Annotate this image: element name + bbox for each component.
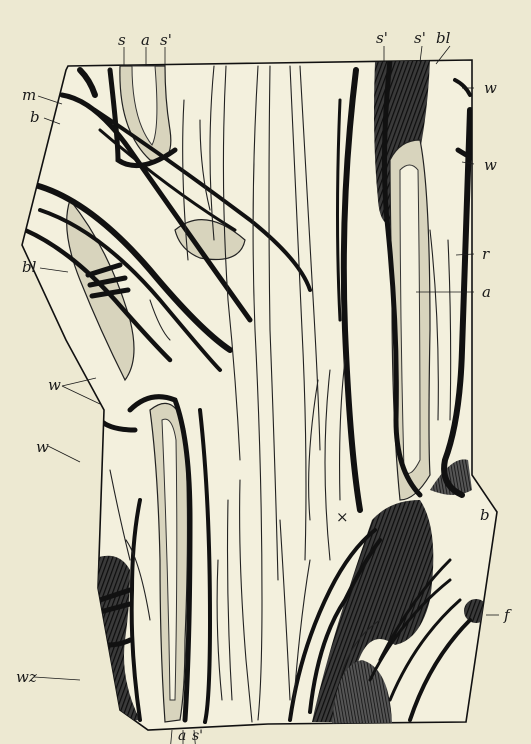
label-left-m: m [22,86,36,104]
label-right-a: a [482,283,491,301]
label-center-x: × [336,508,349,526]
label-bottom-s-prime: s' [192,728,203,744]
label-top-s-prime: s' [160,31,172,49]
label-right-w-upper: w [484,79,497,97]
label-left-w-lower: w [36,438,49,456]
label-right-w-lower: w [484,156,497,174]
label-top-right-s-prime-2: s' [414,29,426,47]
label-left-wz: wz [16,668,37,686]
label-right-r: r [482,245,490,263]
label-right-f: f [503,606,512,624]
label-top-a: a [141,31,150,49]
label-left-b: b [30,108,40,126]
label-top-s: s [118,31,126,49]
label-top-right-bl: bl [436,29,451,47]
label-left-bl: bl [22,258,37,276]
label-bottom-a: a [178,728,186,744]
label-top-right-s-prime-1: s' [376,29,388,47]
label-right-b: b [480,506,490,524]
label-left-w-upper: w [48,376,61,394]
